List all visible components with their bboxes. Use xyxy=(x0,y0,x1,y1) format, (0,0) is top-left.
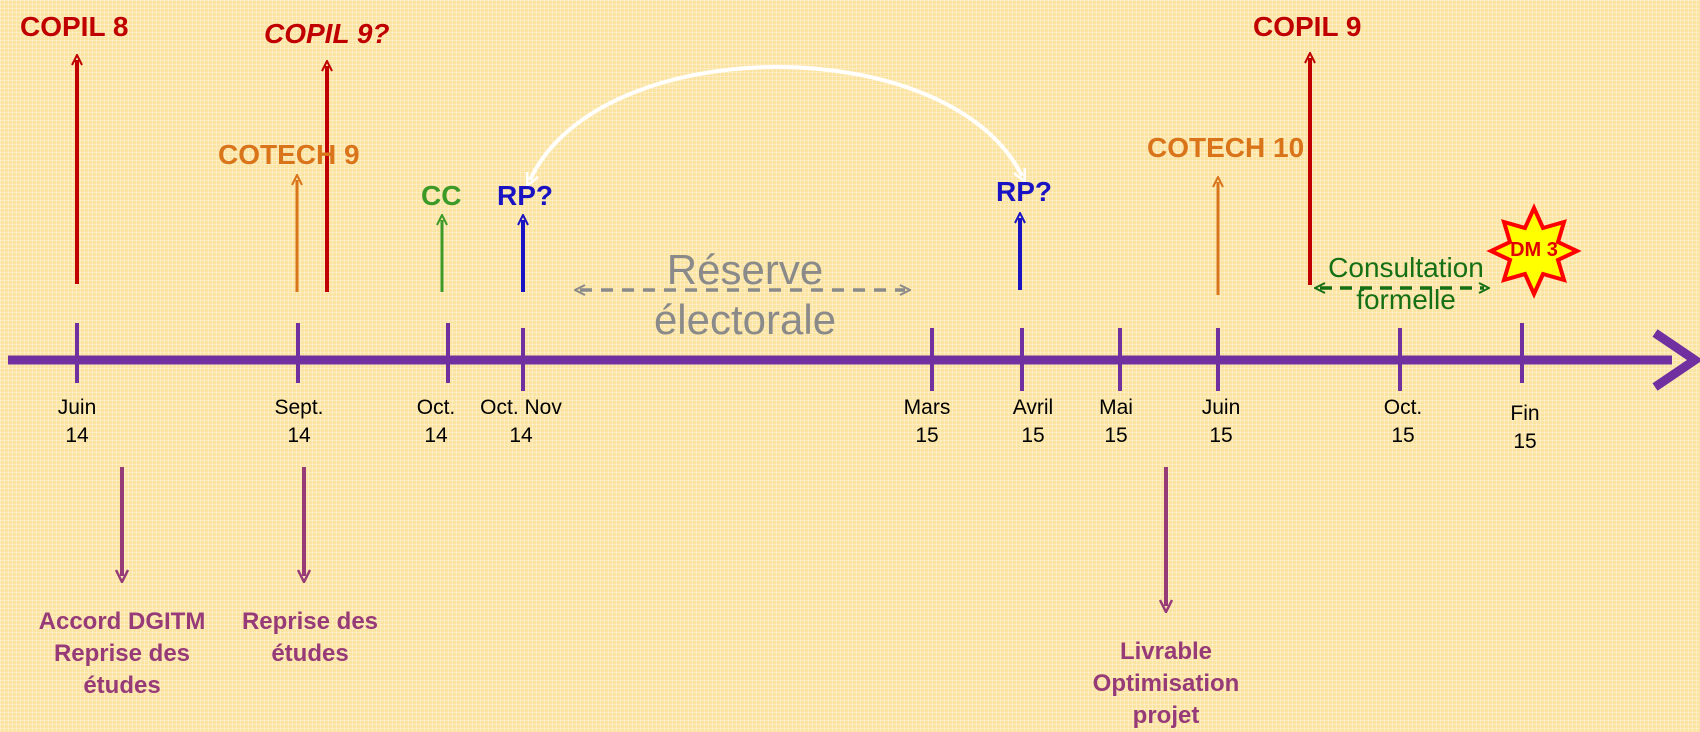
reserve-line2: électorale xyxy=(653,296,837,343)
note-livrable: Livrable Optimisation projet xyxy=(1066,636,1266,732)
note-reprise-etudes: Reprise des études xyxy=(220,606,400,670)
date-oct-14: Oct. 14 xyxy=(408,394,464,450)
date-year: 14 xyxy=(509,424,533,447)
date-juin-15: Juin 15 xyxy=(1181,394,1261,450)
note-accord-dgitm: Accord DGITM Reprise des études xyxy=(22,606,222,702)
date-month: Fin xyxy=(1510,402,1540,425)
date-month: Oct. xyxy=(1383,396,1423,419)
note-line: projet xyxy=(1132,702,1200,729)
note-line: Optimisation xyxy=(1092,670,1240,697)
date-juin-14: Juin 14 xyxy=(37,394,117,450)
date-mai-15: Mai 15 xyxy=(1076,394,1156,450)
dm3-starburst xyxy=(1486,203,1582,299)
copil8-label: COPIL 8 xyxy=(20,11,129,42)
date-month: Oct. xyxy=(416,396,456,419)
date-month: Juin xyxy=(57,396,97,419)
date-avril-15: Avril 15 xyxy=(993,394,1073,450)
copil9-tentative-label: COPIL 9? xyxy=(264,18,390,49)
note-line: études xyxy=(83,672,161,699)
date-year: 14 xyxy=(287,424,311,447)
date-month: Mars xyxy=(903,396,951,419)
cotech10-label: COTECH 10 xyxy=(1147,132,1305,163)
date-month: Sept. xyxy=(274,396,324,419)
date-sept-14: Sept. 14 xyxy=(259,394,339,450)
cc-label: CC xyxy=(421,180,462,211)
date-mars-15: Mars 15 xyxy=(887,394,967,450)
reserve-electorale-label: Réserve électorale xyxy=(645,245,845,345)
consultation-line1: Consultation xyxy=(1328,252,1484,283)
date-month: Mai xyxy=(1099,396,1133,419)
date-year: 15 xyxy=(1104,424,1128,447)
date-month: Juin xyxy=(1201,396,1241,419)
date-oct-15: Oct. 15 xyxy=(1363,394,1443,450)
note-line: études xyxy=(271,640,349,667)
copil9-label: COPIL 9 xyxy=(1253,11,1362,42)
date-year: 15 xyxy=(1021,424,1045,447)
rp-curve-arrow xyxy=(530,65,1022,180)
date-year: 15 xyxy=(915,424,939,447)
date-year: 15 xyxy=(1209,424,1233,447)
reserve-line1: Réserve xyxy=(666,246,824,293)
date-octnov-14: Oct. Nov 14 xyxy=(466,394,576,450)
note-line: Reprise des xyxy=(241,608,379,635)
rp2-label: RP? xyxy=(996,176,1052,207)
date-year: 15 xyxy=(1513,430,1537,453)
note-line: Livrable xyxy=(1119,638,1213,665)
timeline-ticks xyxy=(75,323,1524,391)
consultation-formelle-label: Consultation formelle xyxy=(1316,252,1496,316)
date-year: 14 xyxy=(424,424,448,447)
rp1-label: RP? xyxy=(497,180,553,211)
date-year: 15 xyxy=(1391,424,1415,447)
date-fin-15: Fin 15 xyxy=(1485,400,1565,456)
note-line: Accord DGITM xyxy=(38,608,206,635)
note-line: Reprise des xyxy=(53,640,191,667)
date-month: Oct. Nov xyxy=(480,396,562,419)
cotech9-label: COTECH 9 xyxy=(218,139,360,170)
dm3-label: DM 3 xyxy=(1510,239,1558,261)
date-month: Avril xyxy=(1012,396,1054,419)
consultation-line2: formelle xyxy=(1356,284,1456,315)
date-year: 14 xyxy=(65,424,89,447)
timeline-arrowhead xyxy=(1652,329,1700,391)
